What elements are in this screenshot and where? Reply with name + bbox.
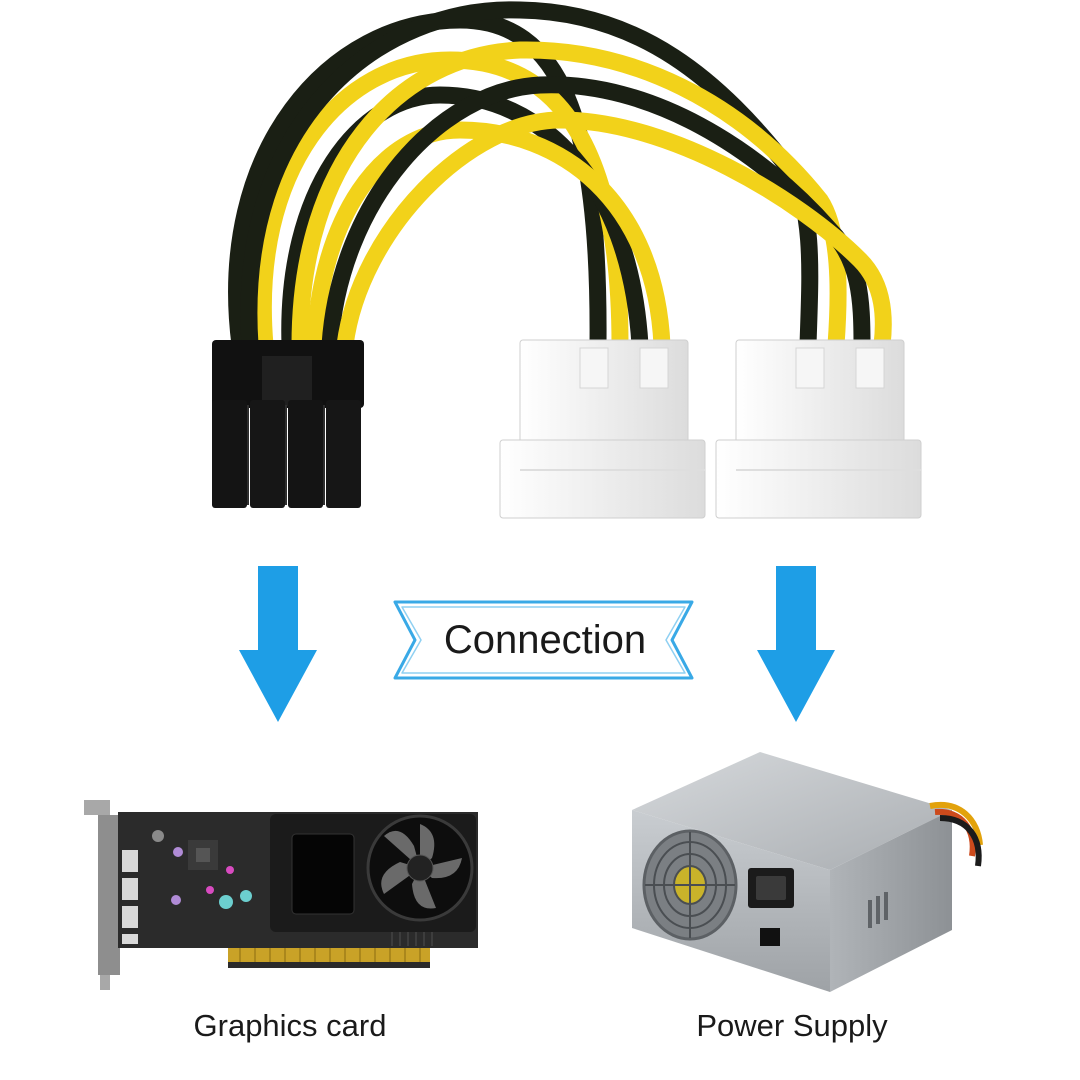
connection-label: Connection bbox=[443, 618, 647, 662]
adapter-cable-wires bbox=[228, 1, 892, 354]
connection-ribbon-banner bbox=[393, 600, 694, 680]
molex-connector-left bbox=[499, 339, 706, 519]
pcie-8pin-connector bbox=[212, 340, 364, 508]
arrow-down-left-icon bbox=[239, 566, 317, 722]
arrow-down-right-icon bbox=[757, 566, 835, 722]
power-supply-image bbox=[632, 752, 983, 992]
graphics-card-image bbox=[84, 800, 478, 990]
graphics-card-caption: Graphics card bbox=[193, 1008, 387, 1043]
power-supply-caption: Power Supply bbox=[696, 1008, 888, 1043]
molex-connector-right bbox=[715, 339, 922, 519]
